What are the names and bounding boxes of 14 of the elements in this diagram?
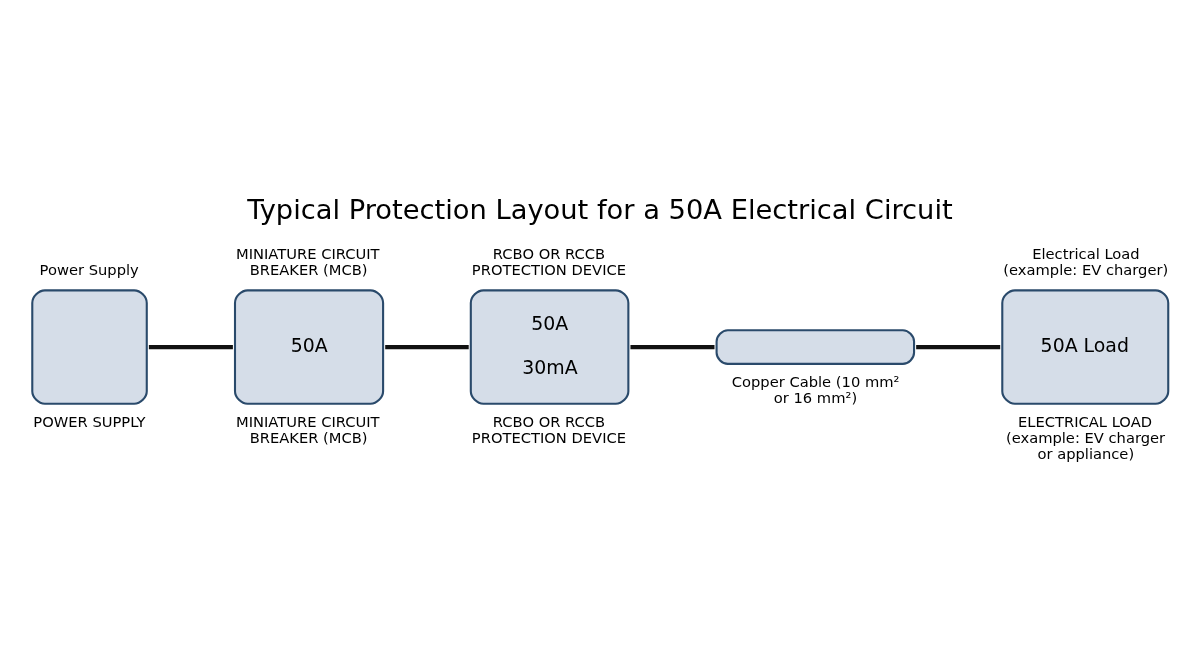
node-label: RCBO OR RCCB PROTECTION DEVICE — [471, 413, 627, 446]
node-label: MINIATURE CIRCUIT BREAKER (MCB) — [236, 245, 380, 278]
connector — [148, 344, 233, 350]
node-label: MINIATURE CIRCUIT BREAKER (MCB) — [236, 413, 380, 446]
node-label: Copper Cable (10 mm² or 16 mm²) — [731, 373, 900, 406]
connector — [630, 344, 715, 350]
node-label: Power Supply — [39, 260, 139, 278]
node-label: RCBO OR RCCB PROTECTION DEVICE — [471, 245, 627, 278]
node-label: Electrical Load (example: EV charger) — [1003, 245, 1169, 278]
node-label: ELECTRICAL LOAD (example: EV charger or appliance) — [1005, 413, 1166, 462]
connector — [916, 344, 1001, 350]
diagram-title: Typical Protection Layout for a 50A Electrical Circuit — [247, 194, 953, 226]
connector — [385, 344, 469, 350]
node-label: POWER SUPPLY — [33, 413, 146, 431]
